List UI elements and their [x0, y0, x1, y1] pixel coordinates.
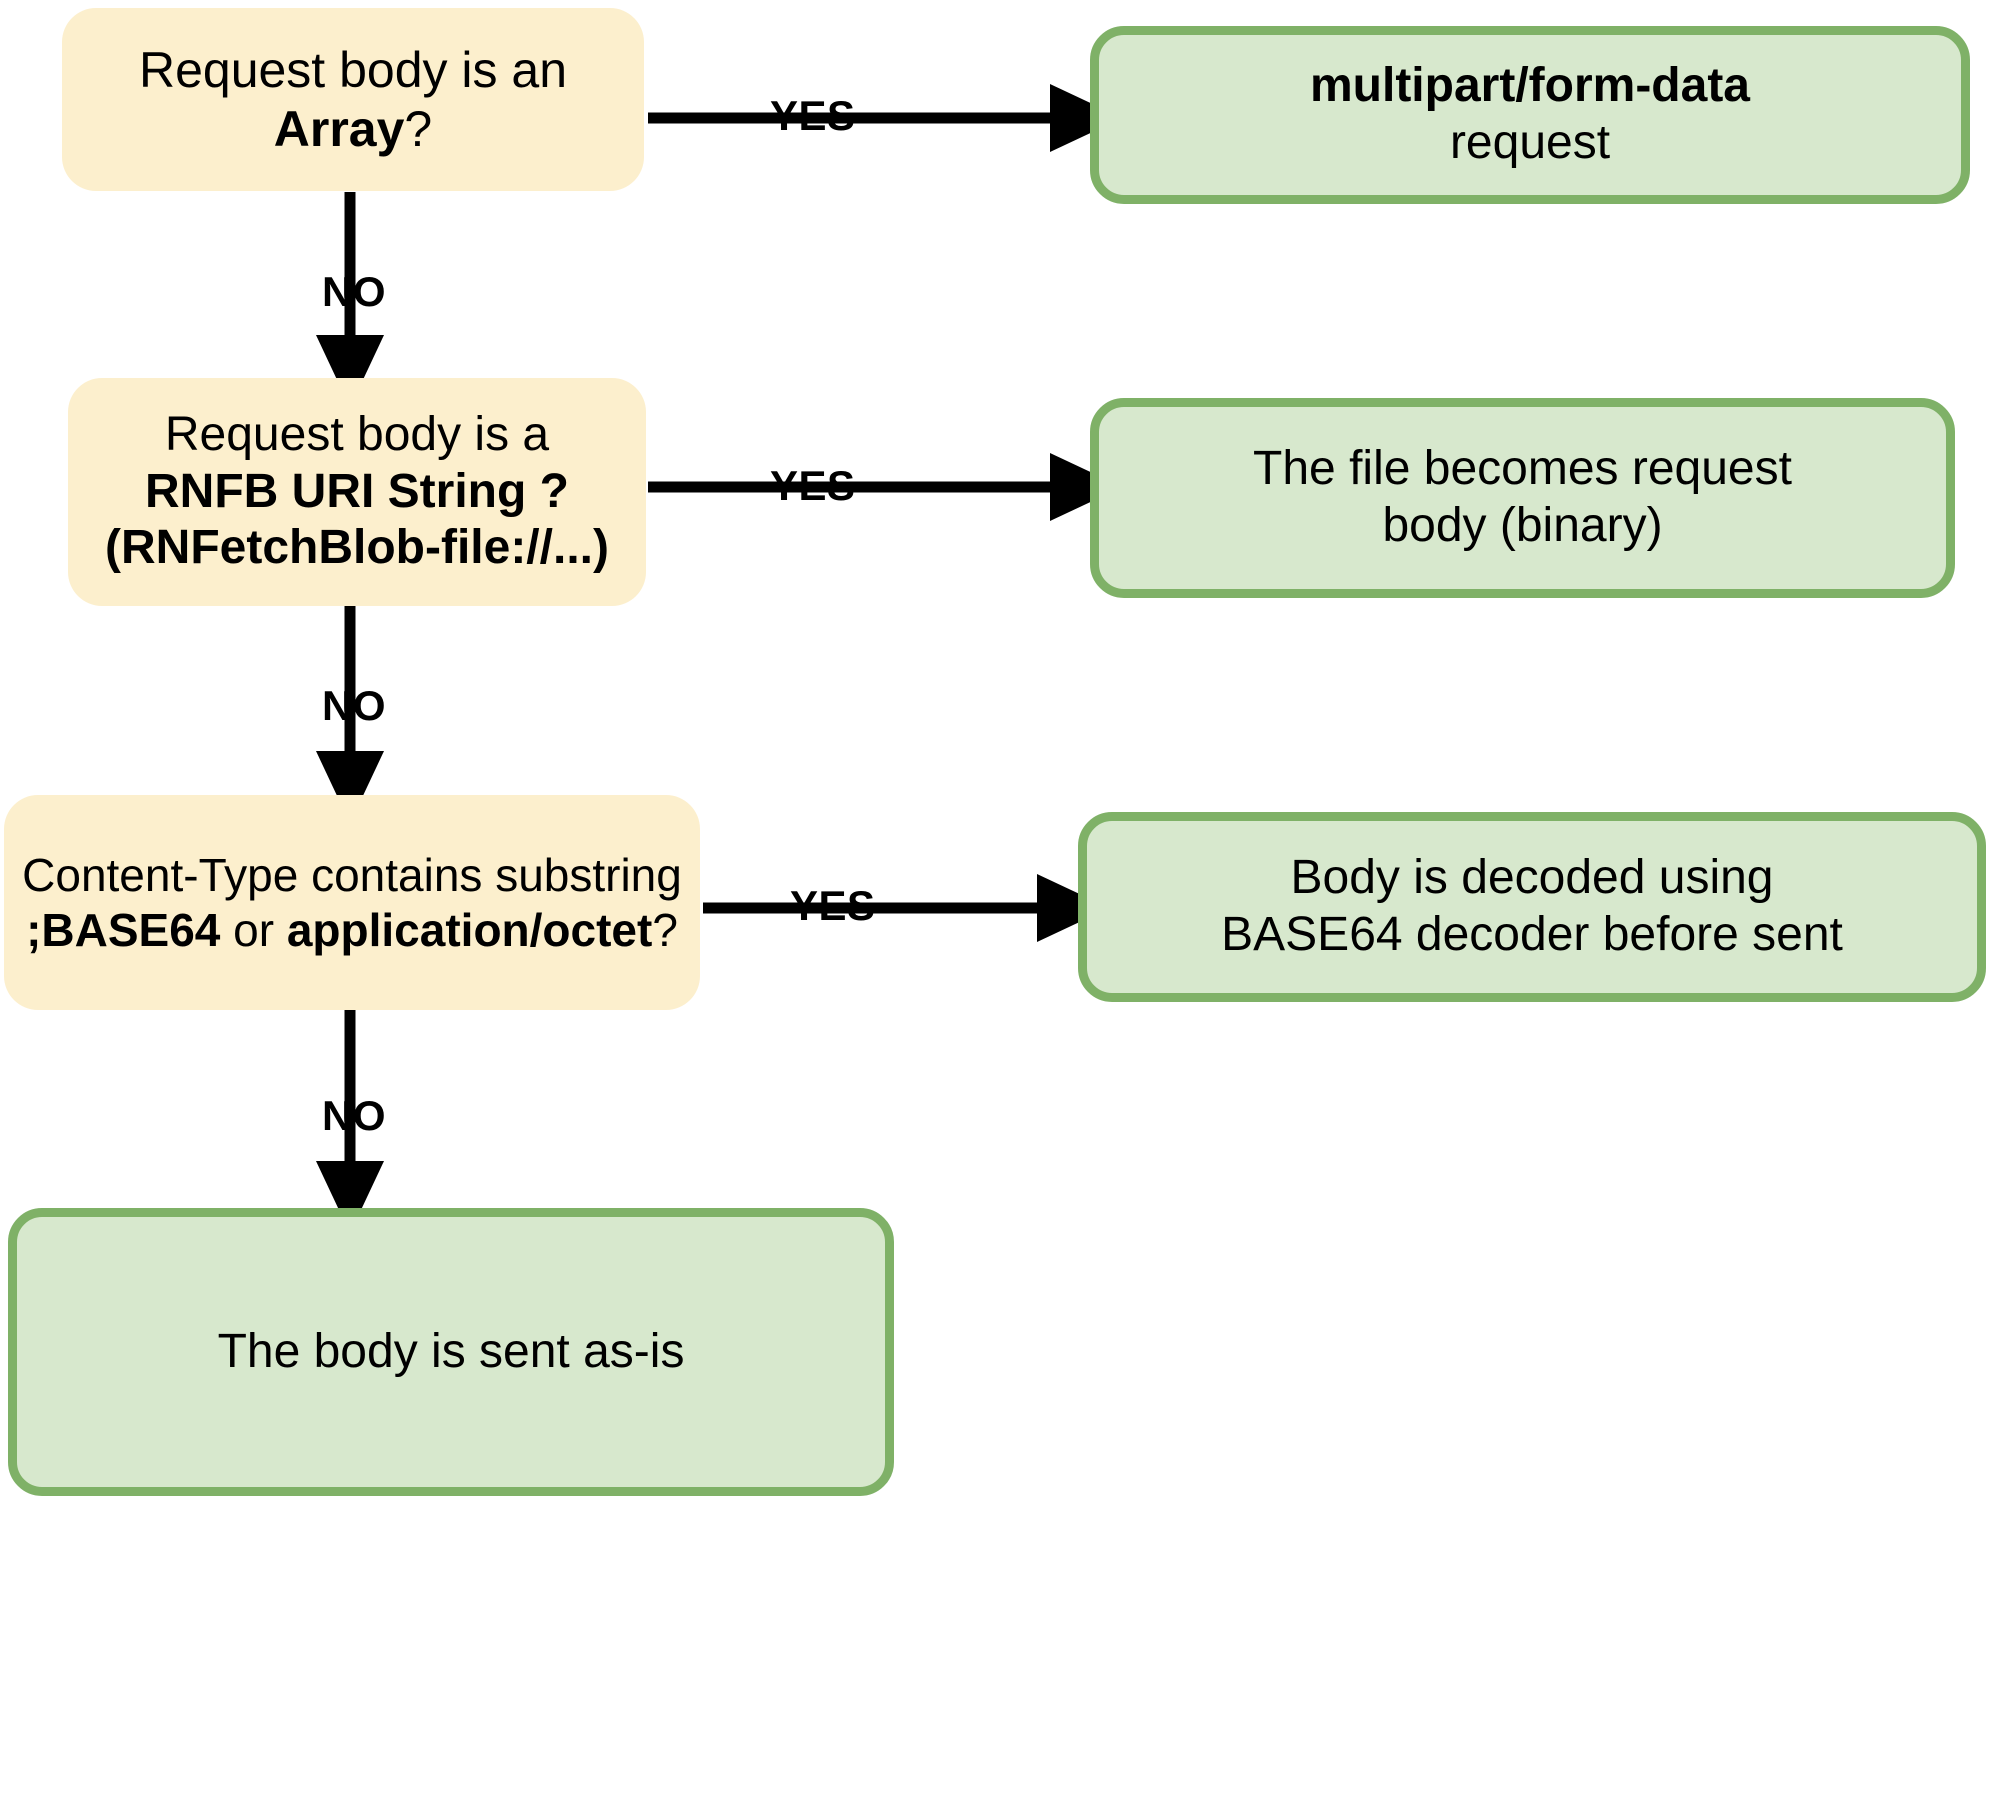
node-terminal-multipart-form-data[interactable]: multipart/form-data request — [1090, 26, 1970, 204]
node-text-prefix: Request body is an — [138, 41, 568, 98]
node-text-line2-suffix: ? — [652, 903, 678, 956]
node-text-suffix: ? — [404, 100, 433, 157]
node-text: Request body is an Array? — [76, 41, 630, 159]
edge-label-yes-3: YES — [790, 882, 876, 929]
edge-label-no-1: NO — [322, 268, 386, 315]
node-decision-request-body-array[interactable]: Request body is an Array? — [62, 8, 644, 191]
node-text-line2b: application/octet — [286, 903, 653, 956]
node-text-line1: Request body is a — [164, 408, 550, 462]
node-terminal-base64-decoded[interactable]: Body is decoded using BASE64 decoder bef… — [1078, 812, 1986, 1002]
node-text-line2: request — [1449, 116, 1611, 169]
node-text-line2: RNFB URI String ? — [145, 464, 569, 518]
node-text-line2: BASE64 decoder before sent — [1221, 908, 1843, 961]
edge-label-no-3: NO — [322, 1092, 386, 1139]
node-terminal-file-becomes-body[interactable]: The file becomes request body (binary) — [1090, 398, 1955, 598]
edge-label-yes-1: YES — [770, 92, 856, 139]
node-text: Request body is a RNFB URI String ? (RNF… — [82, 407, 632, 577]
node-text-line1: multipart/form-data — [1309, 59, 1750, 113]
node-text-line2-mid: or — [220, 903, 287, 956]
node-text-line1: The body is sent as-is — [217, 1324, 685, 1378]
node-text: The body is sent as-is — [31, 1324, 871, 1381]
node-text-line1: Body is decoded using — [1290, 851, 1774, 905]
node-text-line3: (RNFetchBlob-file://...) — [105, 521, 609, 575]
node-text-line1: Content-Type contains substring — [22, 849, 682, 902]
edge-label-yes-2: YES — [770, 462, 856, 509]
node-text-line2a: ;BASE64 — [26, 903, 221, 956]
node-text: The file becomes request body (binary) — [1113, 441, 1932, 554]
node-text: Body is decoded using BASE64 decoder bef… — [1101, 850, 1963, 963]
edge-label-no-2: NO — [322, 682, 386, 729]
node-text-line1: The file becomes request — [1253, 442, 1792, 496]
node-text-bold: Array — [273, 100, 405, 157]
node-decision-content-type-substring[interactable]: Content-Type contains substring ;BASE64 … — [4, 795, 700, 1010]
node-text-line2: body (binary) — [1382, 499, 1663, 552]
node-decision-rnfb-uri-string[interactable]: Request body is a RNFB URI String ? (RNF… — [68, 378, 646, 606]
node-text: Content-Type contains substring ;BASE64 … — [18, 848, 686, 957]
node-text: multipart/form-data request — [1113, 58, 1947, 171]
node-terminal-body-sent-as-is[interactable]: The body is sent as-is — [8, 1208, 894, 1496]
